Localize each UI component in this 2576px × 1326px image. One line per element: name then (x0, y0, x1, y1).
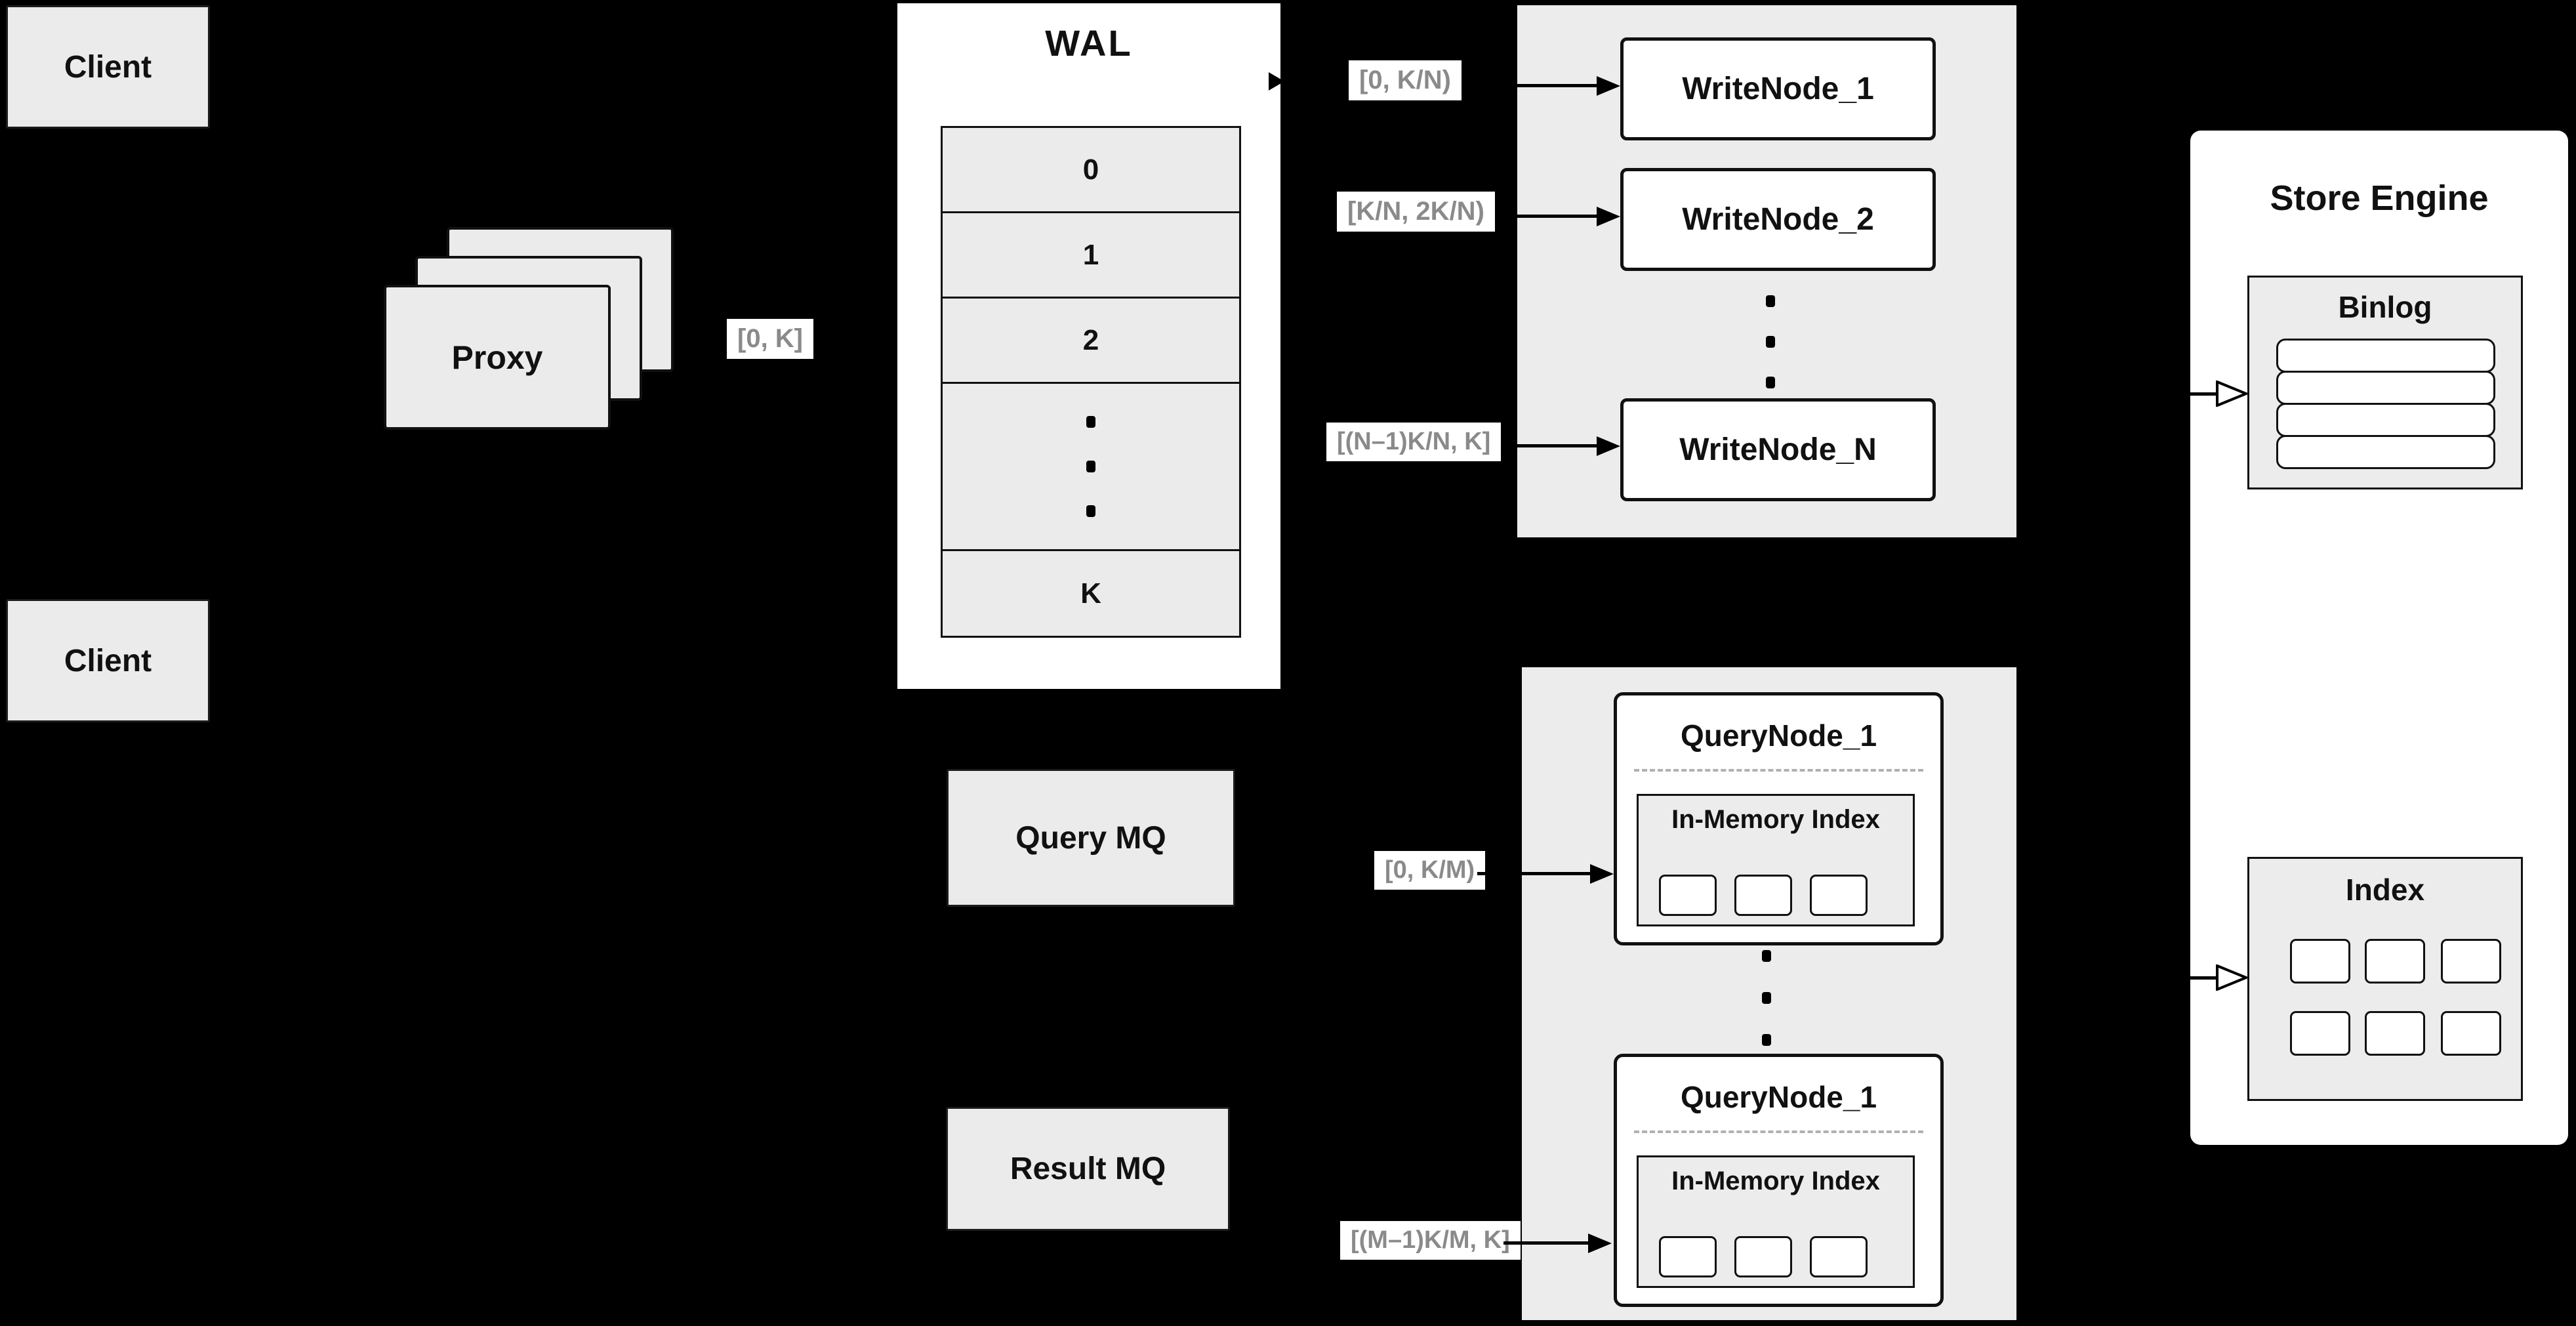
arrow-line (2158, 976, 2220, 980)
wal-edge-arrow-tip (1269, 72, 1284, 91)
wal-row-0-label: 0 (1082, 153, 1099, 186)
client-box-bottom: Client (6, 599, 210, 722)
hollow-arrow-head (2216, 964, 2247, 991)
memory-cell (1659, 1236, 1717, 1277)
index-cell (2365, 1011, 2425, 1056)
wal-row-k: K (943, 549, 1239, 636)
write-node-n: WriteNode_N (1620, 398, 1936, 501)
index-cell (2290, 1011, 2350, 1056)
in-memory-index-box-2: In-Memory Index (1637, 1155, 1915, 1288)
write-node-2-label: WriteNode_2 (1682, 202, 1874, 237)
binlog-segment (2276, 403, 2495, 437)
in-memory-index-box-1: In-Memory Index (1637, 794, 1915, 926)
index-title: Index (2345, 873, 2425, 907)
write-range-2: [K/N, 2K/N) (1337, 192, 1495, 232)
binlog-box: Binlog (2247, 276, 2523, 489)
ellipsis-dot (1762, 1034, 1771, 1046)
dashed-divider (1634, 1130, 1923, 1133)
query-mq-label: Query MQ (1015, 820, 1166, 856)
arrow-head (1597, 76, 1620, 96)
index-cell (2441, 939, 2501, 984)
write-node-2: WriteNode_2 (1620, 168, 1936, 271)
query-node-1-title: QueryNode_1 (1680, 718, 1877, 753)
arrow-line (1477, 872, 1590, 875)
arrow-line (1503, 1241, 1590, 1245)
binlog-segment (2276, 339, 2495, 373)
query-ellipsis (1762, 950, 1771, 1046)
ellipsis-dot (1766, 295, 1775, 307)
ellipsis-dot (1086, 461, 1095, 472)
index-cell (2290, 939, 2350, 984)
ellipsis-dot (1762, 950, 1771, 962)
query-node-1: QueryNode_1 In-Memory Index (1614, 692, 1944, 945)
arrow-head (1588, 1233, 1612, 1253)
write-ellipsis (1766, 295, 1775, 388)
result-mq-label: Result MQ (1010, 1151, 1166, 1186)
arrow-line (1476, 84, 1597, 87)
query-node-2-title: QueryNode_1 (1680, 1080, 1877, 1114)
write-node-n-label: WriteNode_N (1679, 432, 1877, 467)
write-range-n: [(N–1)K/N, K] (1326, 423, 1502, 461)
wal-title: WAL (1045, 22, 1133, 64)
memory-cell (1734, 875, 1792, 916)
wal-row-1: 1 (943, 211, 1239, 297)
index-cell (2441, 1011, 2501, 1056)
client-top-label: Client (64, 49, 152, 85)
in-memory-index-1-title: In-Memory Index (1671, 805, 1880, 834)
binlog-title: Binlog (2338, 290, 2432, 324)
store-engine-panel: Store Engine Binlog Index (2190, 131, 2568, 1145)
proxy-range-label: [0, K] (727, 319, 813, 359)
ellipsis-dot (1762, 992, 1771, 1004)
result-mq-box: Result MQ (946, 1107, 1230, 1231)
client-bottom-label: Client (64, 643, 152, 678)
wal-row-1-label: 1 (1082, 238, 1099, 271)
index-box: Index (2247, 857, 2523, 1101)
arrow-line (2158, 392, 2220, 396)
wal-row-2: 2 (943, 297, 1239, 382)
wal-table: 0 1 2 K (941, 126, 1241, 638)
binlog-segment (2276, 435, 2495, 469)
write-node-1-label: WriteNode_1 (1682, 72, 1874, 106)
arrow-line (1502, 444, 1597, 447)
arrow-head (1590, 864, 1614, 884)
proxy-card-front: Proxy (384, 285, 611, 430)
wal-row-0: 0 (943, 126, 1239, 211)
arrow-head (1597, 207, 1620, 226)
query-node-2: QueryNode_1 In-Memory Index (1614, 1054, 1944, 1307)
dashed-divider (1634, 769, 1923, 772)
store-engine-title: Store Engine (2270, 178, 2489, 218)
query-mq-box: Query MQ (947, 769, 1235, 907)
proxy-label: Proxy (451, 339, 543, 376)
wal-panel: WAL 0 1 2 K (897, 3, 1280, 689)
wal-row-2-label: 2 (1082, 323, 1099, 356)
query-range-2: [(M–1)K/M, K] (1340, 1221, 1521, 1260)
ellipsis-dot (1766, 336, 1775, 348)
ellipsis-dot (1086, 505, 1095, 517)
memory-cell (1810, 875, 1868, 916)
wal-row-ellipsis (943, 382, 1239, 549)
ellipsis-dot (1086, 416, 1095, 428)
query-range-1: [0, K/M) (1374, 851, 1486, 890)
memory-cell (1734, 1236, 1792, 1277)
binlog-segment (2276, 371, 2495, 405)
ellipsis-dot (1766, 377, 1775, 388)
arrow-head (1597, 436, 1620, 456)
client-box-top: Client (6, 5, 210, 129)
memory-cell (1810, 1236, 1868, 1277)
memory-cell (1659, 875, 1717, 916)
write-node-1: WriteNode_1 (1620, 37, 1936, 140)
wal-row-k-label: K (1080, 577, 1101, 610)
arrow-line (1502, 215, 1597, 218)
hollow-arrow-head (2216, 381, 2247, 407)
in-memory-index-2-title: In-Memory Index (1671, 1167, 1880, 1195)
index-cell (2365, 939, 2425, 984)
write-range-1: [0, K/N) (1349, 60, 1462, 100)
